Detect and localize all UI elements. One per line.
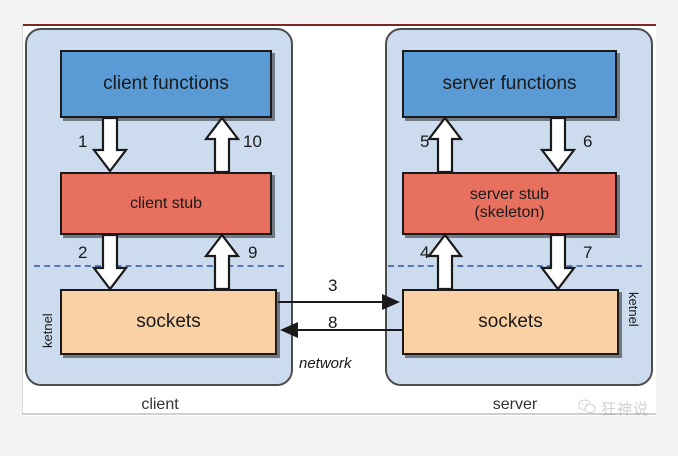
sheet-left-edge <box>22 24 23 414</box>
step-label-10: 10 <box>243 132 262 151</box>
client-stub-label: client stub <box>129 194 203 212</box>
server-sockets-label: sockets <box>478 311 543 333</box>
client-stub-box: client stub <box>60 172 272 235</box>
step-label-2: 2 <box>78 243 88 262</box>
sheet-bottom-rule <box>22 413 656 415</box>
client-kernel-divider <box>34 265 284 267</box>
server-functions-label: server functions <box>442 73 577 95</box>
step-label-7: 7 <box>583 243 593 262</box>
client-sockets-label: sockets <box>136 311 201 333</box>
watermark-text: 狂神说 <box>601 401 650 418</box>
step-label-3: 3 <box>328 276 338 295</box>
network-label: network <box>299 355 352 372</box>
server-caption: server <box>492 396 538 413</box>
client-kernel-label: ketnel <box>40 313 55 348</box>
step-label-4: 4 <box>420 243 430 262</box>
step-label-6: 6 <box>583 132 593 151</box>
server-stub-box: server stub (skeleton) <box>402 172 617 235</box>
step-label-9: 9 <box>248 243 258 262</box>
client-functions-box: client functions <box>60 50 272 118</box>
server-kernel-label: ketnel <box>626 292 641 327</box>
step-label-1: 1 <box>78 132 88 151</box>
step-label-8: 8 <box>328 313 338 332</box>
server-stub-label-line1: server stub <box>469 185 550 203</box>
client-caption: client <box>141 396 179 413</box>
step-label-5: 5 <box>420 132 430 151</box>
server-stub-label-line2: (skeleton) <box>474 203 545 221</box>
client-functions-label: client functions <box>103 73 229 95</box>
server-kernel-divider <box>388 265 642 267</box>
server-sockets-box: sockets <box>402 289 619 355</box>
client-sockets-box: sockets <box>60 289 277 355</box>
watermark: 狂神说 <box>578 398 649 419</box>
server-functions-box: server functions <box>402 50 617 118</box>
wechat-icon <box>578 399 596 419</box>
